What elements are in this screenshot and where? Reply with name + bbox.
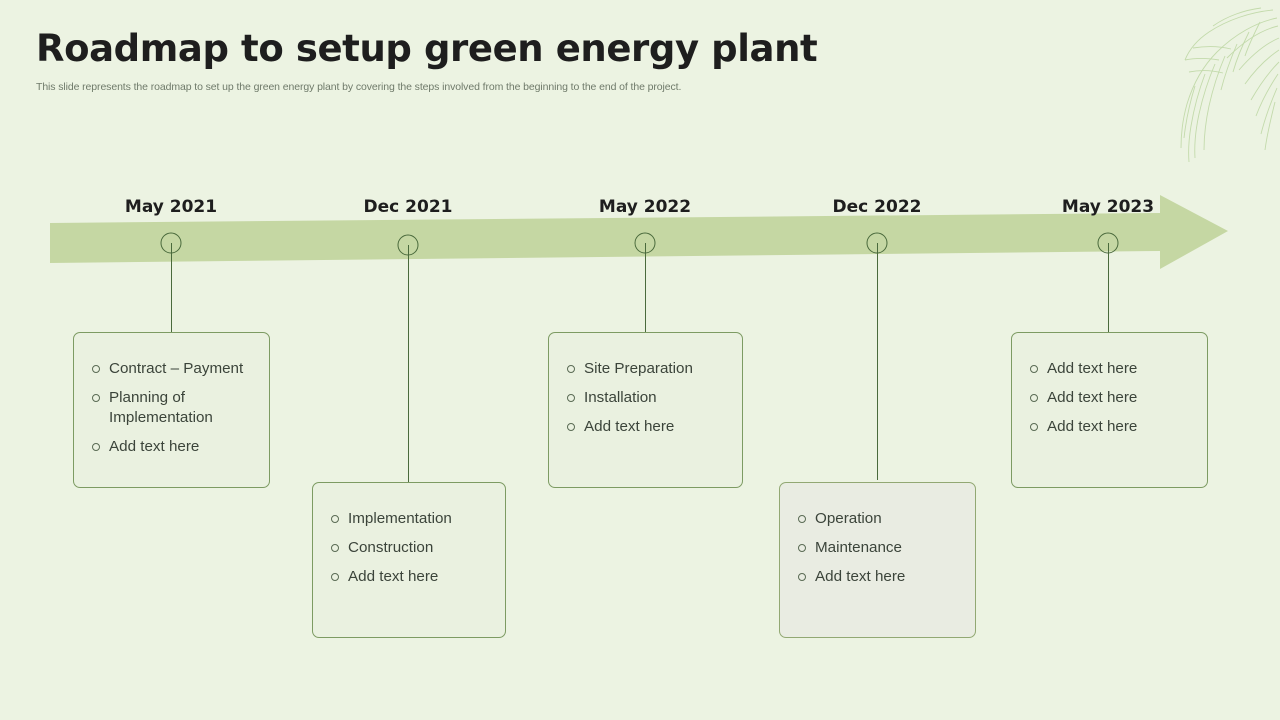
list-item: Add text here xyxy=(1030,359,1189,379)
list-item-label: Add text here xyxy=(109,438,200,456)
list-item-label: Add text here xyxy=(1047,389,1138,407)
list-item-label: Add text here xyxy=(815,568,906,586)
list-item: Operation xyxy=(798,509,957,529)
leaf-decoration-icon xyxy=(1180,7,1280,163)
bullet-circle-icon xyxy=(92,394,100,403)
list-item-label: Contract – Payment xyxy=(109,360,244,377)
list-item: Add text here xyxy=(798,567,957,587)
timeline-date-label-3: May 2022 xyxy=(598,197,692,217)
list-item: Site Preparation xyxy=(567,359,724,379)
connector-line-3 xyxy=(645,243,646,333)
timeline: May 2021 Dec 2021 May 2022 Dec 2022 May … xyxy=(0,185,1280,295)
list-item-label: Maintenance xyxy=(815,539,902,557)
list-item: Add text here xyxy=(567,417,724,437)
milestone-card-3-list: Site Preparation Installation Add text h… xyxy=(567,359,724,437)
list-item-label: Construction xyxy=(348,539,434,557)
corner-arc-bottom-right xyxy=(1100,570,1280,720)
milestone-card-2-list: Implementation Construction Add text her… xyxy=(331,509,487,587)
list-item-label: Implementation xyxy=(348,510,452,527)
list-item-label: Site Preparation xyxy=(584,360,693,377)
page-subtitle: This slide represents the roadmap to set… xyxy=(36,81,682,94)
timeline-date-label-4: Dec 2022 xyxy=(832,197,922,217)
list-item-label: Add text here xyxy=(348,568,439,586)
list-item: Construction xyxy=(331,538,487,558)
connector-line-5 xyxy=(1108,243,1109,333)
list-item: Planning of Implementation xyxy=(92,388,251,428)
bullet-circle-icon xyxy=(92,365,100,373)
list-item-label: Add text here xyxy=(1047,418,1138,436)
bullet-circle-icon xyxy=(798,515,806,523)
bullet-circle-icon xyxy=(1030,423,1038,432)
list-item: Installation xyxy=(567,388,724,408)
connector-line-4 xyxy=(877,243,878,480)
list-item: Add text here xyxy=(1030,388,1189,408)
list-item: Add text here xyxy=(331,567,487,587)
milestone-card-4-list: Operation Maintenance Add text here xyxy=(798,509,957,587)
list-item-label: Add text here xyxy=(584,418,675,436)
list-item: Add text here xyxy=(1030,417,1189,437)
list-item-label: Operation xyxy=(815,510,882,527)
list-item: Maintenance xyxy=(798,538,957,558)
list-item: Add text here xyxy=(92,437,251,457)
bullet-circle-icon xyxy=(798,544,806,553)
bullet-circle-icon xyxy=(331,573,339,582)
connector-line-1 xyxy=(171,243,172,333)
milestone-card-1[interactable]: Contract – Payment Planning of Implement… xyxy=(73,332,270,488)
bullet-circle-icon xyxy=(567,365,575,373)
bullet-circle-icon xyxy=(1030,365,1038,373)
bullet-circle-icon xyxy=(92,443,100,452)
bullet-circle-icon xyxy=(331,515,339,523)
milestone-card-1-list: Contract – Payment Planning of Implement… xyxy=(92,359,251,457)
list-item: Implementation xyxy=(331,509,487,529)
bullet-circle-icon xyxy=(798,573,806,582)
bullet-circle-icon xyxy=(567,394,575,403)
bullet-circle-icon xyxy=(1030,394,1038,403)
connector-line-2 xyxy=(408,245,409,482)
list-item-label: Planning of Implementation xyxy=(109,389,213,427)
milestone-card-4[interactable]: Operation Maintenance Add text here xyxy=(779,482,976,638)
list-item: Contract – Payment xyxy=(92,359,251,379)
milestone-card-5[interactable]: Add text here Add text here Add text her… xyxy=(1011,332,1208,488)
bullet-circle-icon xyxy=(567,423,575,432)
corner-arc-mask-bottom-right xyxy=(1020,490,1280,720)
milestone-card-2[interactable]: Implementation Construction Add text her… xyxy=(312,482,506,638)
list-item-label: Add text here xyxy=(1047,360,1138,377)
milestone-card-5-list: Add text here Add text here Add text her… xyxy=(1030,359,1189,437)
milestone-card-3[interactable]: Site Preparation Installation Add text h… xyxy=(548,332,743,488)
timeline-date-label-2: Dec 2021 xyxy=(363,197,453,217)
timeline-date-label-1: May 2021 xyxy=(124,197,218,217)
list-item-label: Installation xyxy=(584,389,657,407)
timeline-arrow-shape xyxy=(50,195,1228,269)
timeline-date-label-5: May 2023 xyxy=(1061,197,1155,217)
bullet-circle-icon xyxy=(331,544,339,553)
page-title: Roadmap to setup green energy plant xyxy=(36,27,818,70)
slide-header: Roadmap to setup green energy plant This… xyxy=(36,27,1136,94)
